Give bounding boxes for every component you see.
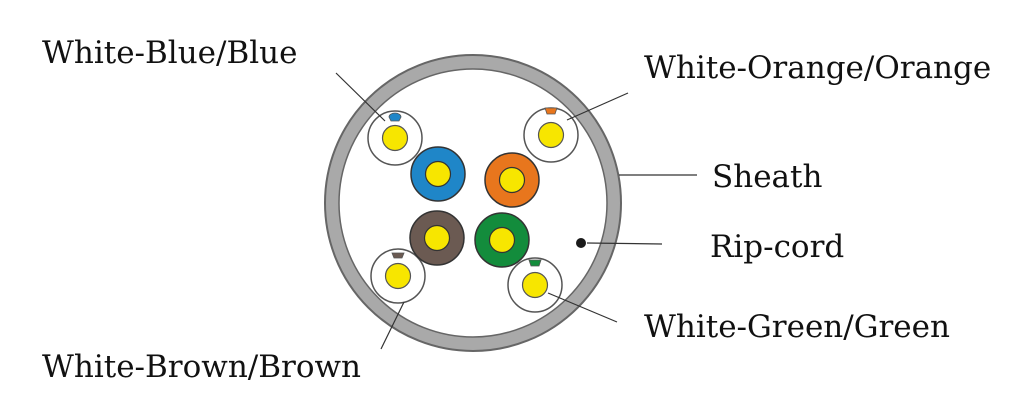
label-white-blue-blue: White-Blue/Blue — [42, 35, 297, 71]
conductor-white-brown — [370, 248, 426, 304]
cable-interior — [338, 68, 608, 338]
white-orange-stripe — [544, 107, 558, 115]
conductor-white-blue — [367, 110, 423, 166]
white-blue-conductor — [381, 124, 409, 152]
leader-line-white-blue — [335, 72, 386, 122]
label-white-brown-brown: White-Brown/Brown — [42, 349, 361, 385]
green-conductor — [488, 226, 516, 254]
white-blue-stripe — [388, 112, 402, 122]
label-white-green-green: White-Green/Green — [644, 309, 950, 345]
label-rip-cord: Rip-cord — [710, 229, 844, 265]
orange-conductor — [498, 166, 526, 194]
label-white-orange-orange: White-Orange/Orange — [644, 50, 991, 86]
white-green-stripe — [528, 259, 542, 267]
white-green-conductor — [521, 271, 549, 299]
cable-sheath — [324, 54, 622, 352]
label-sheath: Sheath — [712, 159, 822, 195]
conductor-white-orange — [523, 107, 579, 163]
conductor-green — [474, 212, 530, 268]
rip-cord-dot — [576, 238, 586, 248]
white-brown-stripe — [391, 252, 405, 259]
leader-line-rip-cord — [586, 242, 663, 245]
conductor-orange — [484, 152, 540, 208]
white-brown-conductor — [384, 262, 412, 290]
conductor-white-green — [507, 257, 563, 313]
conductor-brown — [409, 210, 465, 266]
blue-conductor — [424, 160, 452, 188]
leader-line-white-orange — [566, 92, 629, 121]
white-orange-conductor — [537, 121, 565, 149]
brown-conductor — [423, 224, 451, 252]
conductor-blue — [410, 146, 466, 202]
leader-line-white-brown — [380, 301, 405, 350]
leader-line-white-green — [547, 292, 618, 323]
